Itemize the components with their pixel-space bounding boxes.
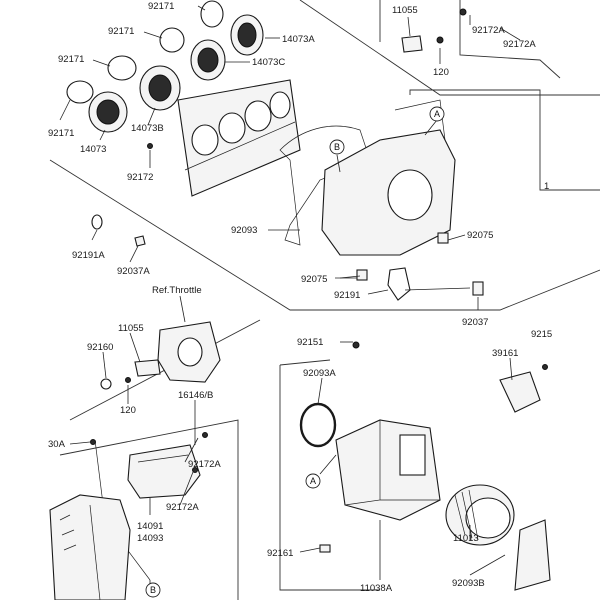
- seal-92161: [319, 544, 331, 553]
- box-right-airbox: [409, 89, 600, 191]
- holder-plate: [177, 79, 301, 197]
- label-92171: 92171: [48, 128, 74, 139]
- clamp-92037: [472, 281, 484, 296]
- clamp-92037A: [134, 235, 146, 247]
- label-92171: 92171: [58, 54, 84, 65]
- valve-11055-mid: [134, 359, 161, 377]
- label-92037: 92037: [462, 317, 488, 328]
- rubber-boot-14073A: [230, 14, 264, 56]
- intake-rubbers: [66, 0, 301, 197]
- label-92172: 92172: [127, 172, 153, 183]
- housing-92093B: [514, 519, 551, 591]
- label-92151: 92151: [297, 337, 323, 348]
- label-92093: 92093: [231, 225, 257, 236]
- label-14073A: 14073A: [282, 34, 315, 45]
- callout-b-top: B: [329, 139, 345, 155]
- label-ref-throttle: Ref.Throttle: [152, 285, 202, 296]
- housing-port: [387, 169, 433, 221]
- divider-top: [299, 0, 600, 96]
- air-cleaner-housing: [279, 99, 484, 301]
- label-92191A: 92191A: [72, 250, 105, 261]
- callout-b-label: B: [334, 142, 340, 152]
- label-11055: 11055: [392, 5, 418, 16]
- cap-92160: [100, 378, 112, 390]
- label-92093B: 92093B: [452, 578, 485, 589]
- label-11038A: 11038A: [360, 583, 393, 594]
- callout-b-label: B: [150, 585, 156, 595]
- label-92075: 92075: [467, 230, 493, 241]
- screw-92151: [352, 341, 360, 349]
- divider-top-right: [459, 0, 561, 79]
- rubber-boot-14073: [88, 91, 128, 133]
- label-120: 120: [120, 405, 136, 416]
- upper-right-fittings: [401, 8, 467, 53]
- box-airfilter-top: [279, 359, 331, 366]
- screw-120-top: [436, 36, 444, 44]
- cap-92191A: [91, 214, 103, 230]
- callout-a-bottom: A: [305, 473, 321, 489]
- oring-92093A: [299, 402, 337, 448]
- label-92075: 92075: [301, 274, 327, 285]
- drain-plug-92191: [387, 267, 411, 301]
- leader-lines: [59, 5, 521, 588]
- housing-lid: [394, 99, 446, 141]
- divider-middle: [49, 159, 600, 311]
- label-9215: 9215: [531, 329, 552, 340]
- part-labels: 92171 92171 14073A 92171 14073C 92171 14…: [48, 1, 552, 594]
- label-92037A: 92037A: [117, 266, 150, 277]
- screw-92172A-top: [459, 8, 467, 16]
- callout-b-bottom: B: [145, 582, 161, 598]
- label-92172A: 92172A: [166, 502, 199, 513]
- label-16146B: 16146/B: [178, 390, 213, 401]
- gasket-92093: [279, 125, 371, 246]
- clamp-ring: [159, 27, 185, 53]
- callout-a-label: A: [434, 109, 440, 119]
- label-11013: 11013: [453, 533, 479, 544]
- left-small-parts: [91, 143, 153, 247]
- label-92171: 92171: [148, 1, 174, 12]
- lower-left-housing: [49, 494, 131, 600]
- label-30A: 30A: [48, 439, 66, 450]
- clamp-ring: [107, 55, 137, 81]
- label-1: 1: [544, 181, 549, 192]
- rubber-boot-14073B: [139, 65, 181, 111]
- label-92161: 92161: [267, 548, 293, 559]
- label-92172A: 92172A: [472, 25, 505, 36]
- clamp-ring: [66, 80, 94, 104]
- label-92171: 92171: [108, 26, 134, 37]
- valve-assembly-14091: [90, 432, 208, 581]
- label-11055: 11055: [118, 323, 144, 334]
- filter-window: [399, 434, 426, 476]
- air-filter-section: [299, 341, 551, 591]
- throttle-sensor: [100, 321, 221, 390]
- label-14093: 14093: [137, 533, 163, 544]
- label-14073: 14073: [80, 144, 106, 155]
- box-lower-left: [59, 419, 239, 600]
- label-14073B: 14073B: [131, 123, 164, 134]
- callout-a-label: A: [310, 476, 316, 486]
- label-14073C: 14073C: [252, 57, 285, 68]
- valve-11055-top: [401, 35, 423, 53]
- label-14091: 14091: [137, 521, 163, 532]
- grommet-92075-r: [437, 232, 449, 244]
- screw-92172: [147, 143, 153, 149]
- cover-39161: [499, 371, 541, 413]
- label-92172A: 92172A: [188, 459, 221, 470]
- callout-a-top: A: [429, 106, 445, 122]
- label-120: 120: [433, 67, 449, 78]
- screw-120-mid: [125, 377, 131, 383]
- clamp-ring: [200, 0, 224, 28]
- label-92191: 92191: [334, 290, 360, 301]
- label-92172A: 92172A: [503, 39, 536, 50]
- label-92160: 92160: [87, 342, 113, 353]
- label-39161: 39161: [492, 348, 518, 359]
- rubber-boot-14073C: [190, 39, 226, 81]
- section-lines: [49, 0, 600, 600]
- label-92093A: 92093A: [303, 368, 336, 379]
- box-airfilter-left: [279, 365, 380, 591]
- grommet-92075-b: [356, 269, 368, 281]
